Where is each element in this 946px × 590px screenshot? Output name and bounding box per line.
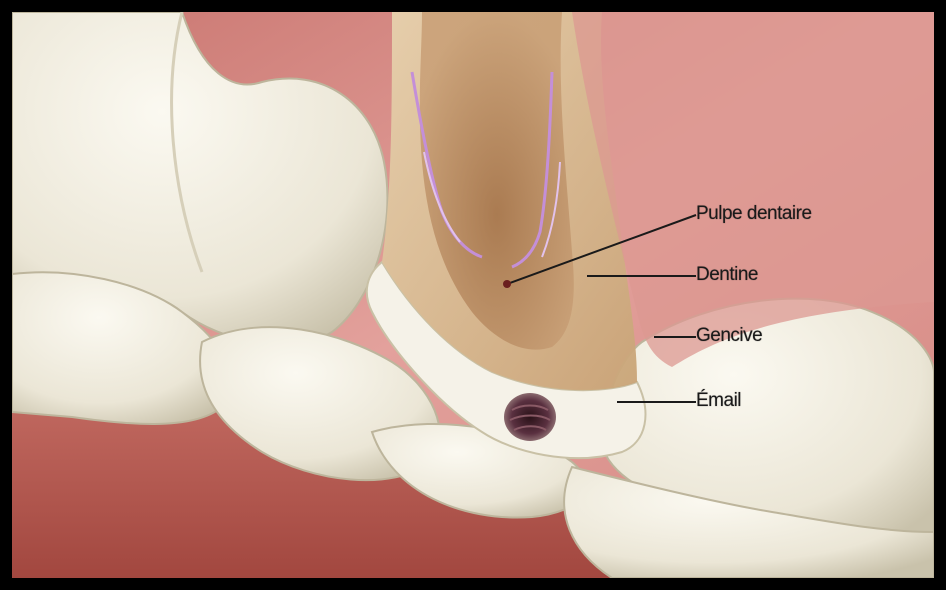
cavity — [504, 393, 556, 441]
dental-anatomy-illustration — [12, 12, 934, 578]
label-enamel: Émail — [696, 390, 741, 412]
label-gum: Gencive — [696, 325, 762, 347]
label-dentin: Dentine — [696, 264, 758, 286]
leader-dot-pulp — [503, 280, 511, 288]
label-pulp: Pulpe dentaire — [696, 203, 812, 225]
